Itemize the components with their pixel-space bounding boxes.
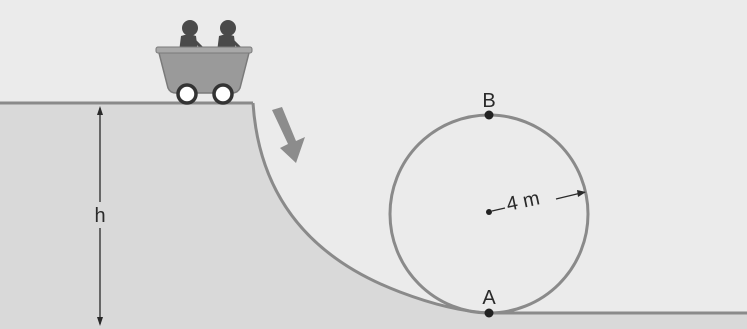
roller-coaster-cart-icon	[155, 20, 253, 105]
point-b-label: B	[482, 90, 495, 112]
radius-dimension: 4 m	[486, 187, 586, 216]
point-a-dot	[484, 308, 494, 318]
height-label: h	[94, 205, 105, 227]
point-a-label: A	[482, 287, 496, 309]
hill-region	[0, 103, 747, 329]
radius-label: 4 m	[504, 187, 541, 215]
height-dimension: h	[90, 106, 110, 326]
point-b-dot	[484, 110, 494, 120]
loop-center-dot	[486, 209, 492, 215]
direction-arrow-icon	[272, 107, 305, 163]
